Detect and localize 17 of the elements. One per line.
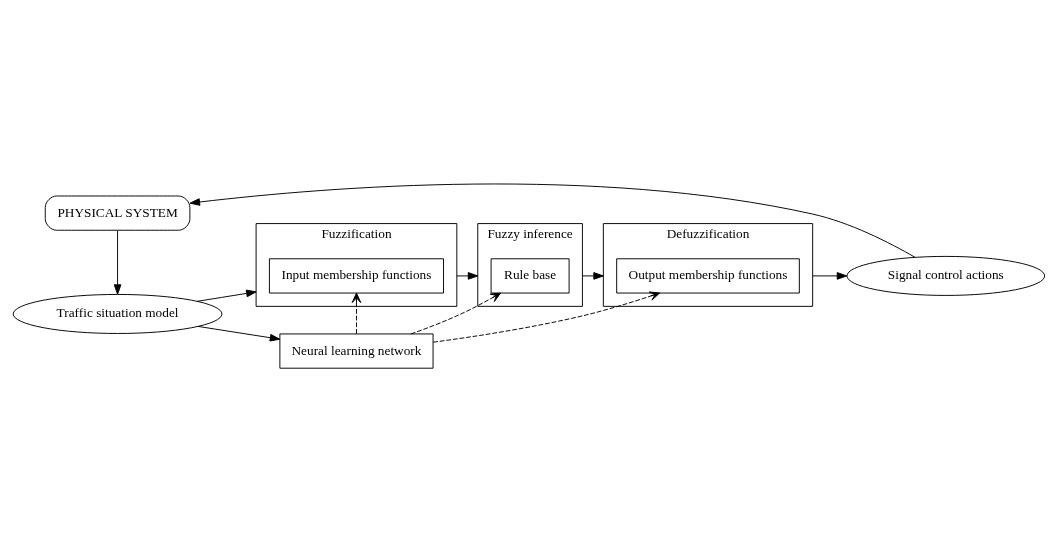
arrow (197, 325, 281, 342)
node-ellipse: Traffic situation model (12, 293, 223, 334)
arrow (196, 289, 257, 302)
node-box: Rule base (490, 258, 570, 294)
arrow (113, 230, 122, 295)
arrow (410, 292, 501, 335)
node-box: Input membership functions (268, 258, 444, 294)
arrow (456, 272, 479, 280)
arrow (432, 291, 661, 343)
node-box: PHYSICAL SYSTEM (44, 195, 191, 231)
arrow (581, 272, 604, 280)
node-box: Neural learning network (279, 333, 434, 369)
arrow (812, 272, 848, 280)
node-ellipse: Signal control actions (846, 255, 1046, 296)
node-box: Output membership functions (616, 258, 800, 294)
arrow (189, 183, 916, 258)
arrow (351, 292, 362, 335)
